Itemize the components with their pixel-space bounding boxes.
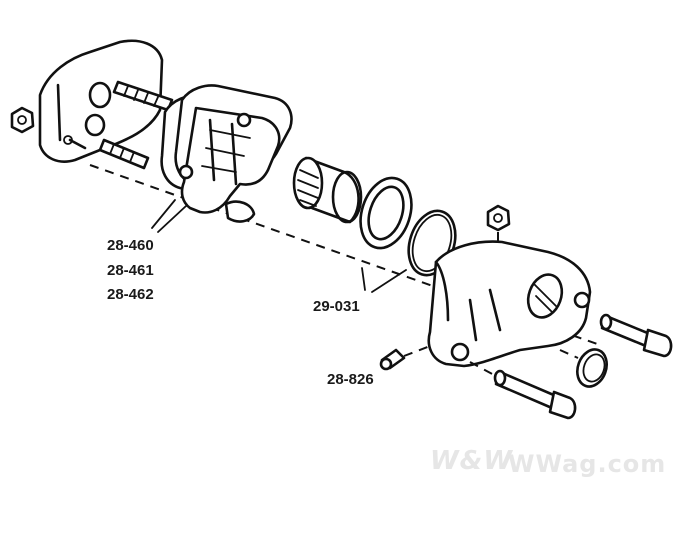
right-nut (486, 204, 511, 232)
watermark-site: WWag.com (508, 450, 667, 478)
piston (292, 156, 363, 224)
lower-bolt-axis (469, 361, 497, 377)
dust-seal (359, 176, 413, 250)
mounting-bolt-lower (493, 369, 577, 420)
seals-part-number: 29-031 (313, 298, 360, 315)
pads-callout-line (151, 199, 187, 233)
pads-part-number-2: 28-461 (107, 262, 154, 279)
watermark-logo: W&W (430, 446, 514, 476)
bleeder-axis (403, 345, 431, 357)
plug-axis (559, 349, 579, 359)
seals-callout-line (361, 267, 407, 293)
brake-pads (160, 84, 293, 223)
bleeder-part-number: 28-826 (327, 371, 374, 388)
outer-caliper-half (38, 39, 164, 163)
inner-caliper-half (427, 240, 592, 368)
left-nut (10, 106, 35, 134)
caliper-cap-plug (576, 348, 608, 388)
retaining-pin-lower (98, 138, 150, 170)
bleeder-valve (379, 348, 406, 371)
pads-part-number-3: 28-462 (107, 286, 154, 303)
mounting-bolt-upper (599, 313, 673, 358)
pads-part-number-1: 28-460 (107, 237, 154, 254)
